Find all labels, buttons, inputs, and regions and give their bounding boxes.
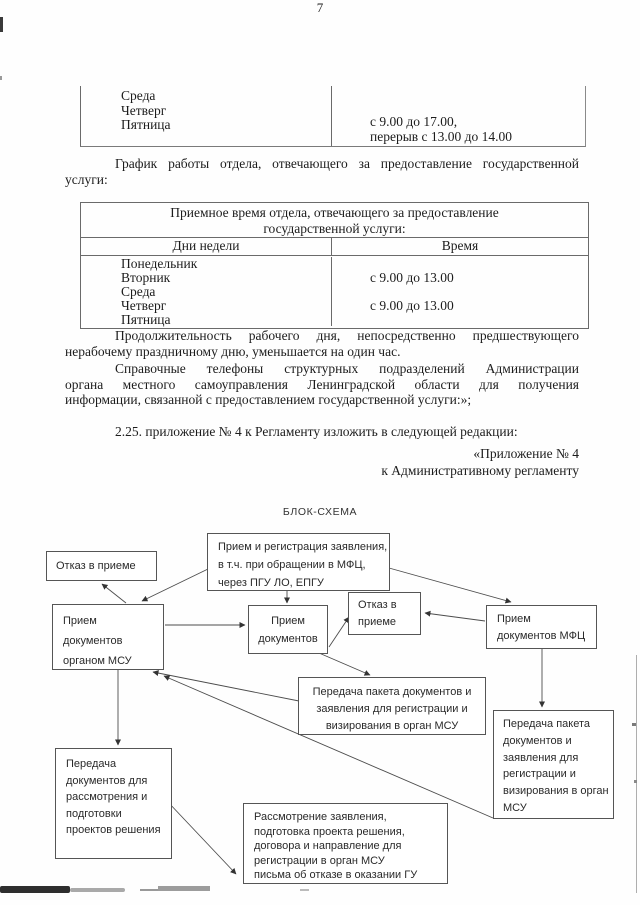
- paragraph-schedule: График работы отдела, отвечающего за пре…: [65, 156, 579, 187]
- table-row: Среда: [81, 283, 588, 299]
- paragraph-phones: Справочные телефоны структурных подразде…: [65, 361, 579, 408]
- column-header-days: Дни недели: [172, 238, 240, 253]
- time-cell: [331, 284, 588, 299]
- page-number: 7: [316, 0, 324, 15]
- scan-artifact-edge: [0, 76, 2, 80]
- reception-table-title: Приемное время отдела, отвечающего за пр…: [81, 203, 588, 238]
- time-cell: [331, 312, 588, 327]
- table-row: Вторник с 9.00 до 13.00: [81, 269, 588, 285]
- paragraph-amendment: 2.25. приложение № 4 к Регламенту изложи…: [115, 424, 518, 439]
- flowchart-connectors: [101, 567, 545, 875]
- table-row: Понедельник: [81, 257, 588, 271]
- time-cell: с 9.00 до 13.00: [331, 270, 588, 285]
- time-cell: [331, 257, 588, 271]
- day-cell: Среда: [121, 283, 156, 299]
- reception-table-header-row: Дни недели Время: [81, 238, 588, 256]
- table-row: Пятница: [81, 311, 588, 327]
- flowchart-title: БЛОК-СХЕМА: [282, 506, 358, 518]
- table-row: Четверг с 9.00 до 13.00: [81, 297, 588, 313]
- flowchart-box-reception-registration: Прием и регистрация заявления,в т.ч. при…: [207, 533, 390, 591]
- schedule-time-column: с 9.00 до 17.00,перерыв с 13.00 до 14.00: [331, 86, 585, 146]
- flowchart-box-refusal-left: Отказ в приеме: [46, 551, 157, 581]
- time-cell: с 9.00 до 13.00: [331, 298, 588, 313]
- reception-table-body: Понедельник Вторник с 9.00 до 13.00 Сред…: [81, 256, 588, 328]
- day-cell: Пятница: [121, 311, 171, 327]
- day-cell: Вторник: [121, 269, 171, 285]
- scan-artifact-corner: [0, 17, 3, 32]
- column-header-time: Время: [331, 238, 588, 255]
- reception-time-table: Приемное время отдела, отвечающего за пр…: [80, 202, 589, 330]
- paragraph-duration: Продолжительность рабочего дня, непосред…: [65, 328, 579, 359]
- flowchart-box-review: Рассмотрение заявления,подготовка проект…: [243, 803, 448, 884]
- day-cell: Четверг: [121, 297, 167, 313]
- day-cell: Понедельник: [121, 256, 198, 271]
